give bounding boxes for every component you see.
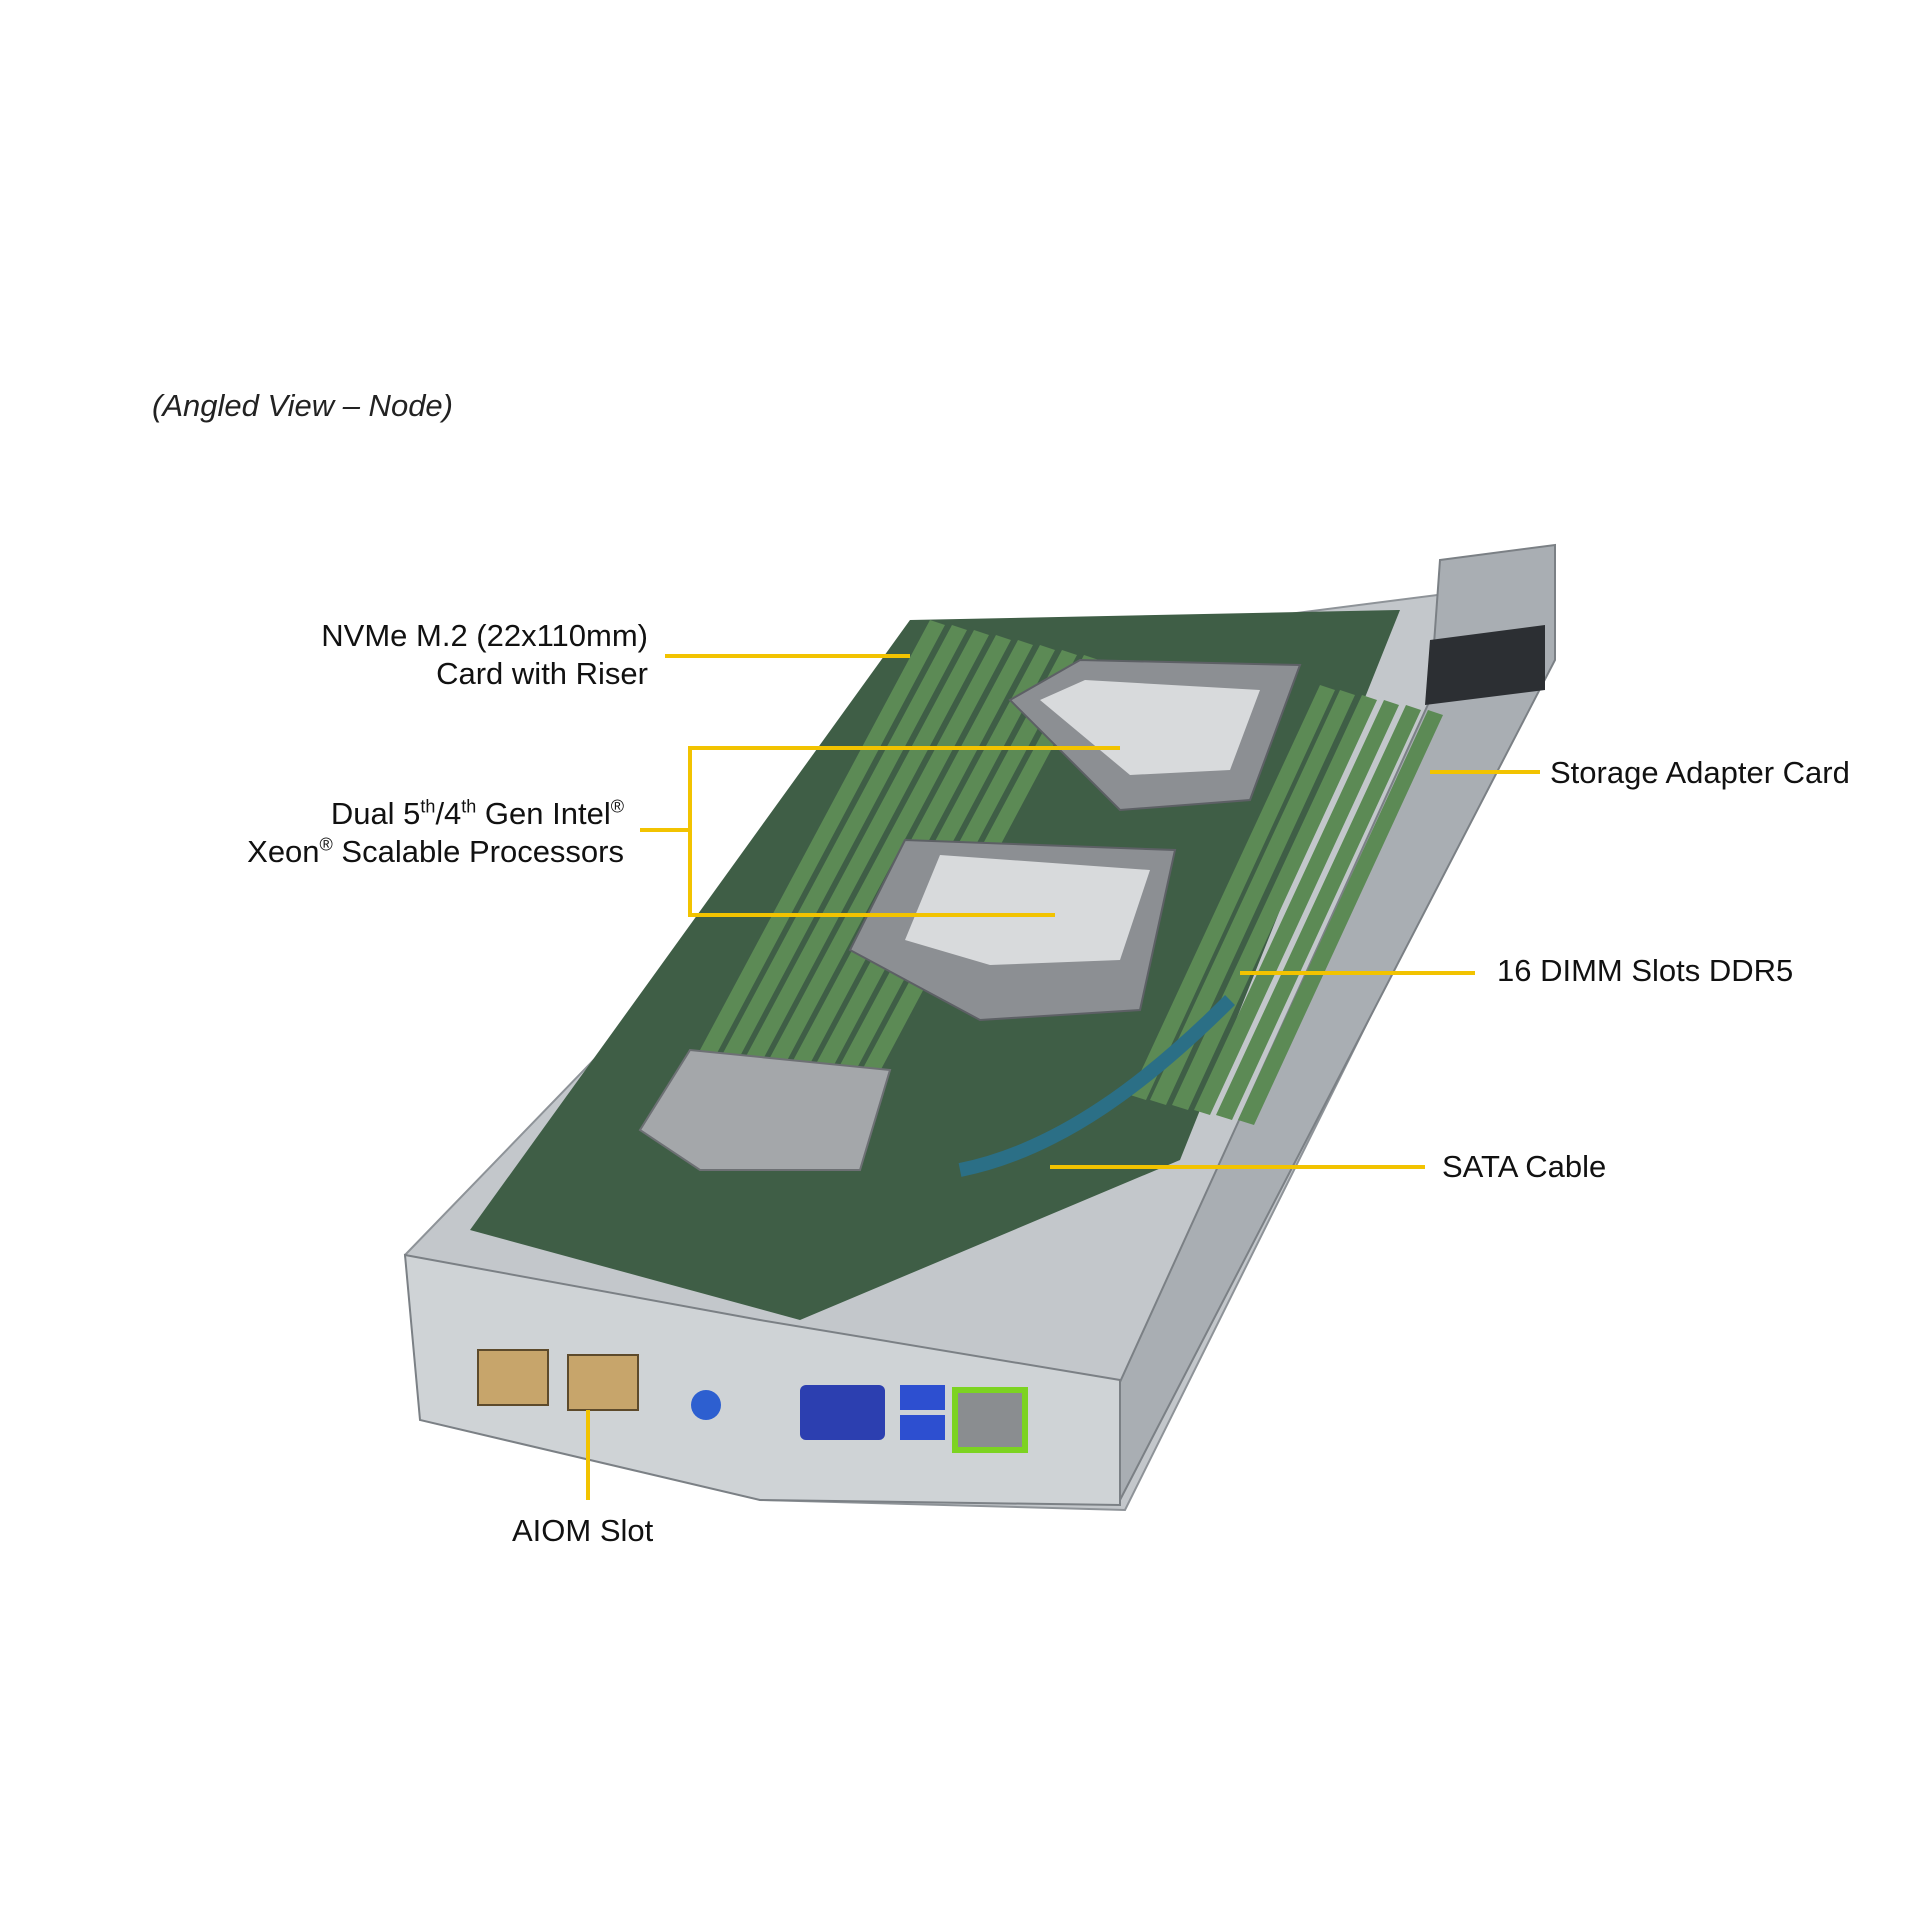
dimm-module <box>1194 700 1399 1115</box>
label-dimm: 16 DIMM Slots DDR5 <box>1497 953 1794 988</box>
usb-port <box>900 1415 945 1440</box>
sata-cable <box>958 995 1235 1177</box>
ipmi-lan-port <box>952 1387 1028 1453</box>
dimm-module <box>1238 710 1443 1125</box>
label-cpu: Dual 5th/4th Gen Intel® Xeon® Scalable P… <box>247 796 624 869</box>
label-nvme: NVMe M.2 (22x110mm) Card with Riser <box>321 618 648 691</box>
dimm-module <box>722 625 967 1060</box>
vga-port <box>800 1385 885 1440</box>
aiom-lan-port <box>477 1349 549 1406</box>
aiom-lan-port <box>567 1354 639 1411</box>
leader-cpu <box>688 746 1120 917</box>
dimm-module <box>700 620 945 1055</box>
leader-lines <box>586 654 1540 1500</box>
rear-io-panel <box>403 1253 1121 1507</box>
dimm-module <box>1150 690 1355 1105</box>
chipset-heatsink <box>638 1048 892 1171</box>
cpu-heatsink-front <box>848 838 1177 1022</box>
usb-port <box>900 1385 945 1410</box>
dimm-module <box>766 635 1011 1070</box>
dimm-module <box>744 630 989 1065</box>
label-sata: SATA Cable <box>1442 1149 1607 1184</box>
label-aiom: AIOM Slot <box>512 1513 654 1548</box>
cpu-heatsink-rear <box>1008 658 1302 812</box>
dimm-module <box>1216 705 1421 1120</box>
dimm-module <box>1130 685 1335 1100</box>
view-caption: (Angled View – Node) <box>152 388 453 423</box>
thumbscrew <box>691 1390 721 1420</box>
label-storage-adapter: Storage Adapter Card <box>1550 755 1850 790</box>
storage-adapter-card <box>1425 625 1545 705</box>
